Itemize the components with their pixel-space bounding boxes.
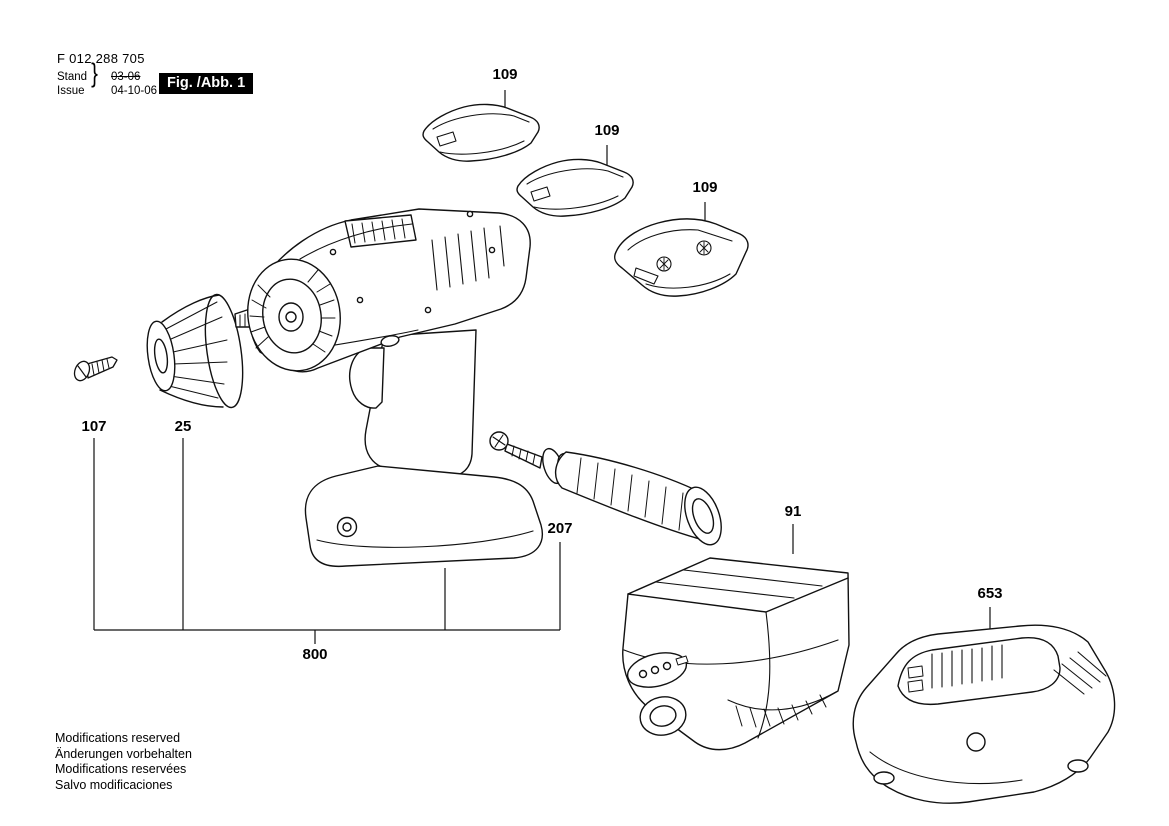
footer-line-en: Modifications reserved (55, 731, 181, 745)
screw-107 (73, 356, 118, 382)
charger-653 (852, 624, 1116, 804)
cap-109-middle (516, 158, 634, 217)
revision-brace: } (91, 58, 98, 88)
bracket-800 (93, 438, 561, 644)
cap-109-top (422, 103, 540, 162)
footer-line-de: Änderungen vorbehalten (55, 746, 192, 761)
part-label-109-middle: 109 (594, 122, 620, 139)
revision-block: Stand 03-06 Issue 04-10-06 } (57, 60, 158, 98)
footer-line-es: Salvo modificaciones (55, 777, 173, 792)
part-label-109-top: 109 (492, 66, 518, 83)
part-label-653: 653 (977, 585, 1003, 602)
part-label-25: 25 (174, 418, 192, 435)
issue-label: Issue (57, 85, 85, 97)
part-label-207: 207 (547, 520, 573, 537)
callout-lines (93, 90, 991, 644)
part-label-91: 91 (784, 503, 802, 520)
chuck-25 (146, 293, 244, 409)
footer-notes: Modifications reserved Änderungen vorbeh… (55, 731, 192, 793)
part-label-800: 800 (302, 646, 328, 663)
battery-pack-91 (622, 557, 850, 751)
issue-value: 04-10-06 (111, 85, 158, 97)
figure-label: Fig. /Abb. 1 (159, 73, 254, 94)
part-label-109-bottom: 109 (692, 179, 718, 196)
drill-body (234, 208, 543, 568)
cap-109-bottom (613, 218, 749, 297)
stand-label: Stand (57, 71, 88, 83)
side-handle-207 (489, 431, 722, 546)
stand-value: 03-06 (111, 71, 141, 83)
document-number: F 012 288 705 (57, 51, 145, 66)
part-label-107: 107 (81, 418, 107, 435)
footer-line-fr: Modifications reservées (55, 762, 187, 776)
